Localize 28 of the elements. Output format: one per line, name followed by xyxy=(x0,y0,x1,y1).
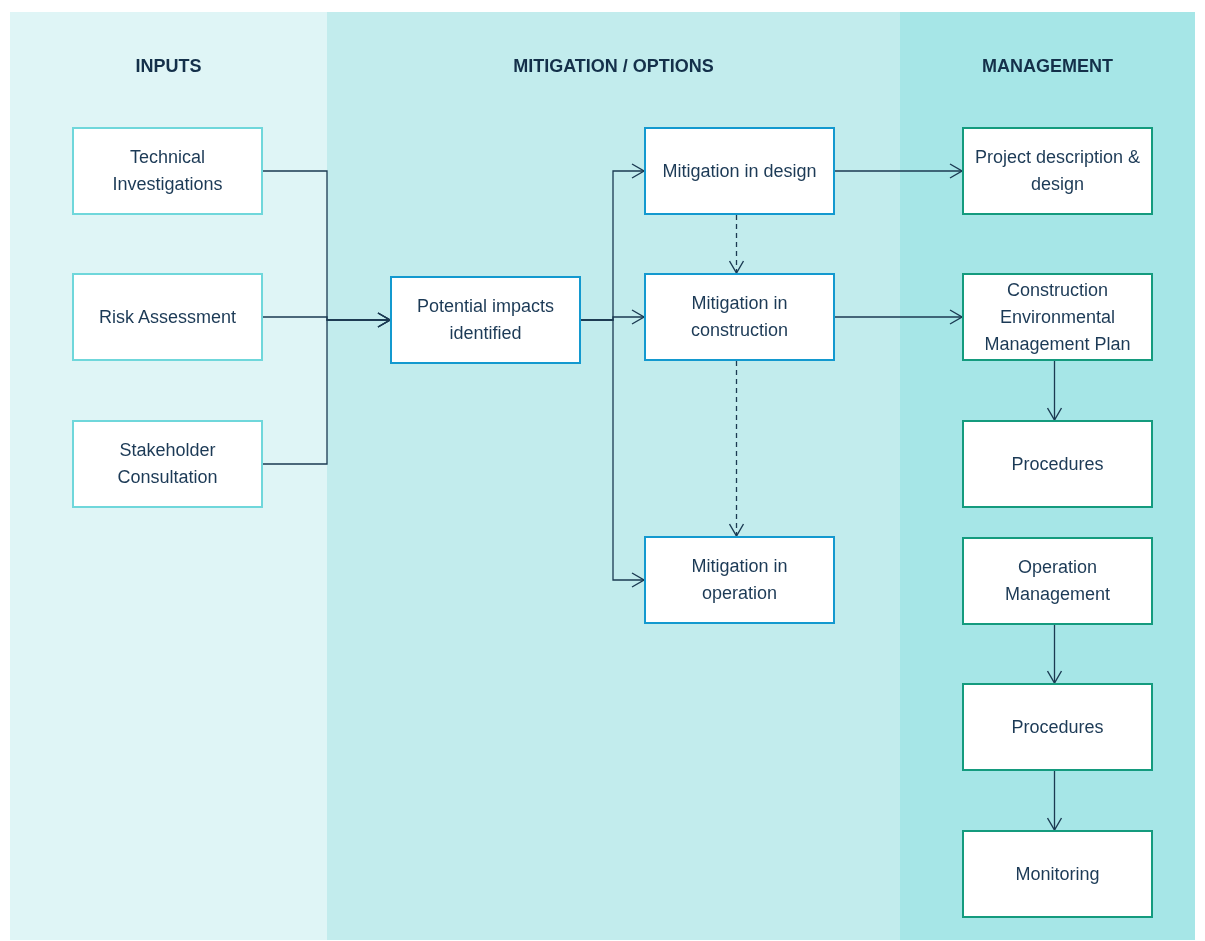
process-box: Construction Environmental Management Plan xyxy=(962,273,1153,361)
process-box: Mitigation in construction xyxy=(644,273,835,361)
process-box: Mitigation in operation xyxy=(644,536,835,624)
lane-heading: INPUTS xyxy=(135,56,202,77)
process-box: Potential impacts identified xyxy=(390,276,581,364)
lane-heading: MITIGATION / OPTIONS xyxy=(513,56,714,77)
swimlane-band xyxy=(10,12,327,940)
arrow xyxy=(1046,624,1063,684)
process-box: Risk Assessment xyxy=(72,273,263,361)
process-box: Monitoring xyxy=(962,830,1153,918)
arrow xyxy=(728,360,745,537)
process-box: Operation Management xyxy=(962,537,1153,625)
swimlane-band xyxy=(327,12,900,940)
arrow xyxy=(834,309,963,325)
arrow xyxy=(1046,360,1063,421)
process-box: Procedures xyxy=(962,420,1153,508)
arrow xyxy=(580,319,645,588)
process-box: Stakeholder Consultation xyxy=(72,420,263,508)
arrow xyxy=(728,214,745,274)
arrow xyxy=(834,163,963,179)
process-box: Technical Investigations xyxy=(72,127,263,215)
lane-heading: MANAGEMENT xyxy=(982,56,1113,77)
arrow xyxy=(1046,770,1063,831)
swimlane-band xyxy=(900,12,1195,940)
process-box: Procedures xyxy=(962,683,1153,771)
process-box: Mitigation in design xyxy=(644,127,835,215)
arrow xyxy=(262,312,391,465)
process-box: Project description & design xyxy=(962,127,1153,215)
